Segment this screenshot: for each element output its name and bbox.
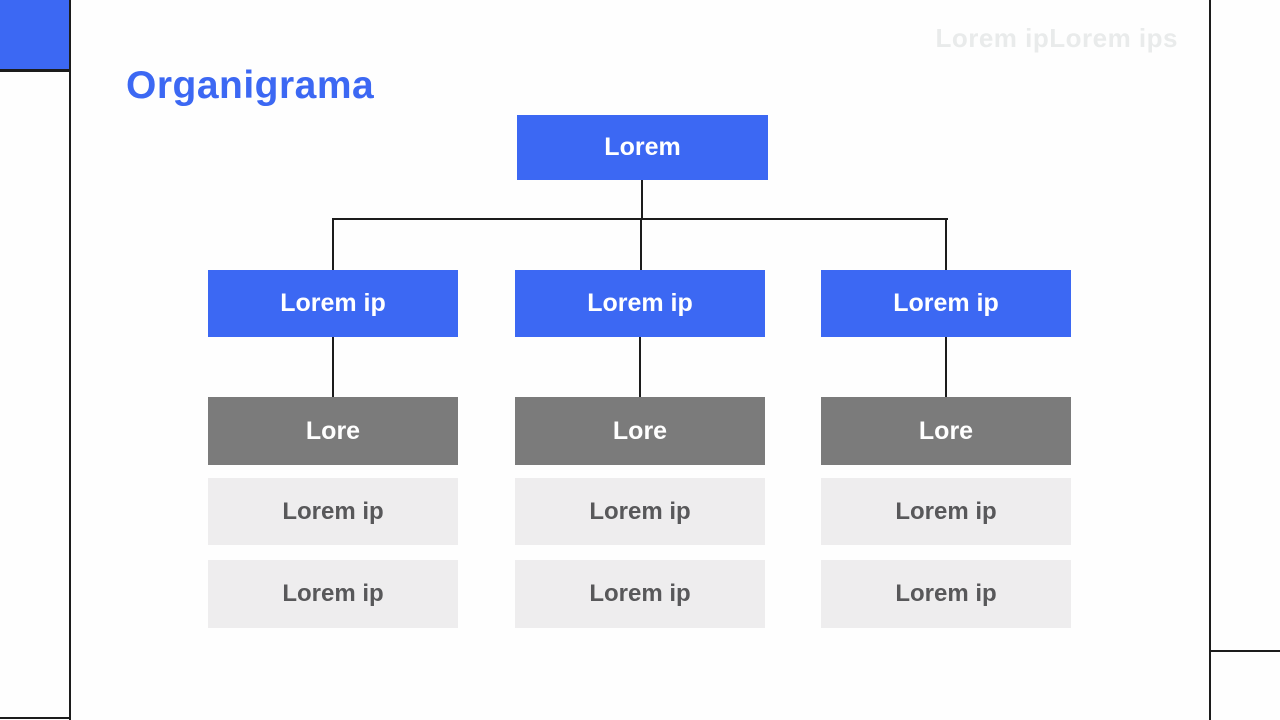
org-node-manager-2: Lorem ip — [515, 270, 765, 337]
org-node-root: Lorem — [517, 115, 768, 180]
connector-drop-col2 — [640, 219, 642, 270]
org-node-member-3a: Lorem ip — [821, 478, 1071, 545]
page-title: Organigrama — [126, 64, 375, 107]
org-node-member-2a: Lorem ip — [515, 478, 765, 545]
org-node-manager-1: Lorem ip — [208, 270, 458, 337]
connector-sub-col3 — [945, 337, 947, 397]
connector-sub-col1 — [332, 337, 334, 397]
connector-drop-col1 — [332, 219, 334, 270]
connector-sub-col2 — [639, 337, 641, 397]
org-node-member-3b: Lorem ip — [821, 560, 1071, 628]
right-bottom-frame-line — [1209, 650, 1280, 652]
right-frame-line — [1209, 0, 1211, 720]
org-node-manager-3: Lorem ip — [821, 270, 1071, 337]
watermark-text: Lorem ipLorem ips — [935, 23, 1178, 53]
org-node-member-2b: Lorem ip — [515, 560, 765, 628]
org-node-lead-2: Lore — [515, 397, 765, 465]
org-node-member-1a: Lorem ip — [208, 478, 458, 545]
connector-root-vertical — [641, 180, 643, 220]
connector-drop-col3 — [945, 219, 947, 270]
org-node-lead-1: Lore — [208, 397, 458, 465]
bottom-left-frame-line — [0, 717, 71, 719]
left-frame-line — [69, 0, 71, 720]
corner-accent-square — [0, 0, 69, 72]
org-node-lead-3: Lore — [821, 397, 1071, 465]
org-node-member-1b: Lorem ip — [208, 560, 458, 628]
